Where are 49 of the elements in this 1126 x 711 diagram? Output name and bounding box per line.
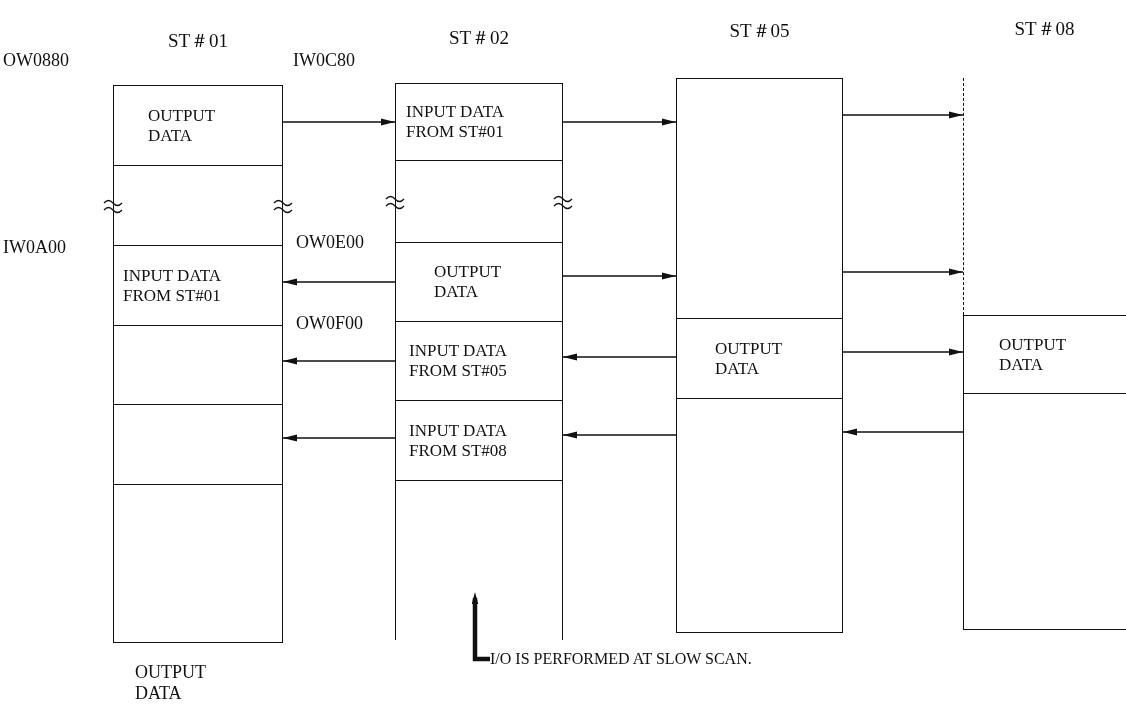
arrow (562, 431, 677, 439)
memory-area (395, 242, 563, 321)
memory-area (113, 245, 283, 325)
memory-area (113, 325, 283, 404)
memory-area-label: OUTPUT DATA (999, 334, 1067, 375)
memory-area-label: OUTPUT DATA (715, 338, 783, 379)
pointer-arrow (471, 592, 490, 662)
arrow (842, 428, 964, 436)
note-text: I/O IS PERFORMED AT SLOW SCAN. (490, 648, 752, 670)
arrow (282, 357, 396, 365)
memory-area (113, 165, 283, 245)
output-data-label: OUTPUT DATA (135, 662, 207, 704)
station-heading: ST＃05 (728, 20, 791, 42)
arrow (842, 111, 964, 119)
memory-area (963, 315, 1126, 393)
memory-area-label: INPUT DATA FROM ST#05 (409, 341, 508, 381)
address-label: OW0E00 (296, 232, 364, 253)
memory-area (395, 160, 563, 242)
address-label: IW0C80 (293, 50, 355, 71)
memory-area (395, 480, 563, 640)
memory-area (676, 78, 843, 318)
memory-area (676, 398, 843, 633)
arrow (562, 118, 677, 126)
arrow (282, 118, 396, 126)
address-label: IW0A00 (3, 237, 66, 258)
arrow (282, 434, 396, 442)
memory-area-label: INPUT DATA FROM ST#08 (409, 420, 508, 461)
arrow (842, 348, 964, 356)
arrow (562, 353, 677, 361)
memory-area (113, 404, 283, 484)
arrow (562, 272, 677, 280)
memory-area-label: OUTPUT DATA (434, 262, 502, 302)
arrow (842, 268, 964, 276)
memory-area-label: OUTPUT DATA (148, 105, 216, 146)
memory-area-label: INPUT DATA FROM ST#01 (406, 102, 505, 142)
memory-area (963, 393, 1126, 630)
station-heading: ST＃01 (166, 30, 230, 52)
memory-area (113, 484, 283, 643)
memory-area-label: INPUT DATA FROM ST#01 (123, 265, 222, 306)
memory-area (113, 85, 283, 165)
arrow (282, 278, 396, 286)
station-heading: ST＃02 (447, 27, 511, 49)
memory-area (676, 318, 843, 398)
address-label: OW0880 (3, 50, 69, 71)
address-label: OW0F00 (296, 313, 363, 334)
station-heading: ST＃08 (1013, 18, 1076, 40)
memory-area (395, 83, 563, 160)
memory-area (395, 400, 563, 480)
memory-area (395, 321, 563, 400)
